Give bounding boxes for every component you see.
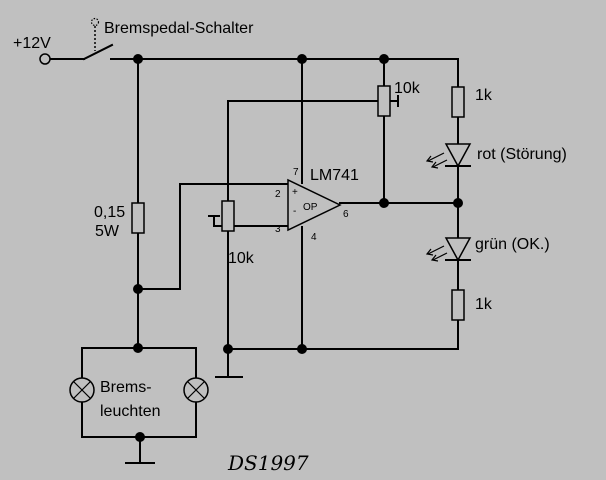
shunt-value: 0,15 bbox=[94, 204, 125, 221]
op-amp-pin-4: 4 bbox=[311, 232, 317, 243]
shunt-power: 5W bbox=[95, 223, 120, 240]
junction-dot bbox=[297, 54, 307, 64]
top-pot-value: 10k bbox=[394, 80, 421, 97]
red-led-label: rot (Störung) bbox=[477, 146, 567, 163]
switch-blade bbox=[82, 43, 114, 61]
wires bbox=[49, 58, 459, 464]
switch-label: Bremspedal-Schalter bbox=[104, 20, 254, 37]
junction-dot bbox=[453, 198, 463, 208]
brake-lamps: Brems- leuchten bbox=[69, 377, 209, 420]
red-led: rot (Störung) bbox=[425, 143, 567, 169]
op-amp-part: LM741 bbox=[310, 167, 359, 184]
lamps-label-line2: leuchten bbox=[100, 403, 161, 420]
shunt-resistor: 0,15 5W bbox=[94, 202, 145, 240]
lamp-left-icon bbox=[69, 377, 95, 403]
top-resistor-value: 1k bbox=[475, 87, 493, 104]
brake-pedal-switch: Bremspedal-Schalter bbox=[82, 17, 254, 61]
junction-dot bbox=[297, 344, 307, 354]
supply-terminal: +12V bbox=[13, 35, 51, 65]
top-resistor: 1k bbox=[451, 86, 493, 118]
switch-actuator-knob bbox=[90, 17, 100, 27]
bottom-resistor-body bbox=[451, 289, 465, 321]
bottom-resistor: 1k bbox=[451, 289, 493, 321]
junction-dot bbox=[133, 54, 143, 64]
shunt-resistor-body bbox=[131, 202, 145, 234]
op-amp-plus-input: + bbox=[292, 187, 298, 198]
op-amp-pin-7: 7 bbox=[293, 167, 299, 178]
green-led: grün (OK.) bbox=[425, 236, 550, 262]
bottom-resistor-value: 1k bbox=[475, 296, 493, 313]
op-amp-pin-2: 2 bbox=[275, 189, 281, 200]
lamps-label-line1: Brems- bbox=[100, 379, 152, 396]
red-led-triangle bbox=[444, 143, 472, 168]
junction-dot bbox=[133, 284, 143, 294]
green-led-label: grün (OK.) bbox=[475, 236, 550, 253]
top-potentiometer: 10k bbox=[377, 80, 421, 117]
signature: DS1997 bbox=[227, 451, 309, 475]
left-pot-value: 10k bbox=[228, 250, 255, 267]
left-potentiometer: 10k bbox=[208, 200, 255, 267]
green-led-triangle bbox=[444, 237, 472, 262]
op-amp-triangle bbox=[287, 178, 342, 232]
top-resistor-body bbox=[451, 86, 465, 118]
junction-dot bbox=[133, 343, 143, 353]
op-amp-pin-3: 3 bbox=[275, 224, 281, 235]
top-pot-body bbox=[377, 85, 391, 117]
junction-dot bbox=[379, 198, 389, 208]
junction-dots bbox=[133, 54, 463, 442]
red-led-light-arrows-icon bbox=[425, 152, 448, 169]
op-amp-pin-6: 6 bbox=[343, 209, 349, 220]
supply-label: +12V bbox=[13, 35, 51, 52]
lamp-right-icon bbox=[183, 377, 209, 403]
junction-dot bbox=[223, 344, 233, 354]
op-amp-symbol: OP bbox=[303, 202, 318, 213]
op-amp: LM741 OP 7 2 3 4 6 + - bbox=[275, 167, 359, 243]
junction-dot bbox=[379, 54, 389, 64]
left-pot-body bbox=[221, 200, 235, 232]
green-led-light-arrows-icon bbox=[425, 245, 448, 262]
junction-dot bbox=[135, 432, 145, 442]
terminal-circle bbox=[39, 53, 51, 65]
op-amp-minus-input: - bbox=[293, 206, 296, 217]
